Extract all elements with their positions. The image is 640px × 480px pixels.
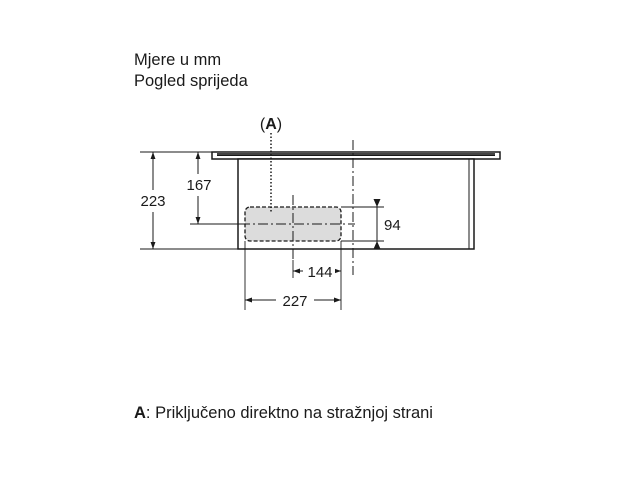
header: Mjere u mm Pogled sprijeda <box>134 50 248 92</box>
dimension-223: 223 <box>133 151 238 250</box>
caption-letter: A <box>134 404 146 422</box>
dimension-94-label: 94 <box>384 217 401 234</box>
dimension-144: 144 <box>292 260 341 281</box>
dimension-227-label: 227 <box>282 293 307 310</box>
callout-a: (A) <box>260 116 282 133</box>
dimension-167: 167 <box>180 152 240 225</box>
dimension-223-label: 223 <box>140 193 165 210</box>
dimension-144-label: 144 <box>307 264 332 281</box>
units-label: Mjere u mm <box>134 51 222 69</box>
dimension-227: 227 <box>244 241 342 310</box>
view-label: Pogled sprijeda <box>134 72 248 90</box>
cooktop-top-plate <box>211 151 501 160</box>
dimension-94: 94 <box>341 199 401 249</box>
caption-text: : Priključeno direktno na stražnjoj stra… <box>145 404 433 422</box>
center-lines <box>240 140 355 275</box>
cooktop-body <box>237 158 475 250</box>
caption: A: Priključeno direktno na stražnjoj str… <box>134 404 433 423</box>
dimension-167-label: 167 <box>186 177 211 194</box>
